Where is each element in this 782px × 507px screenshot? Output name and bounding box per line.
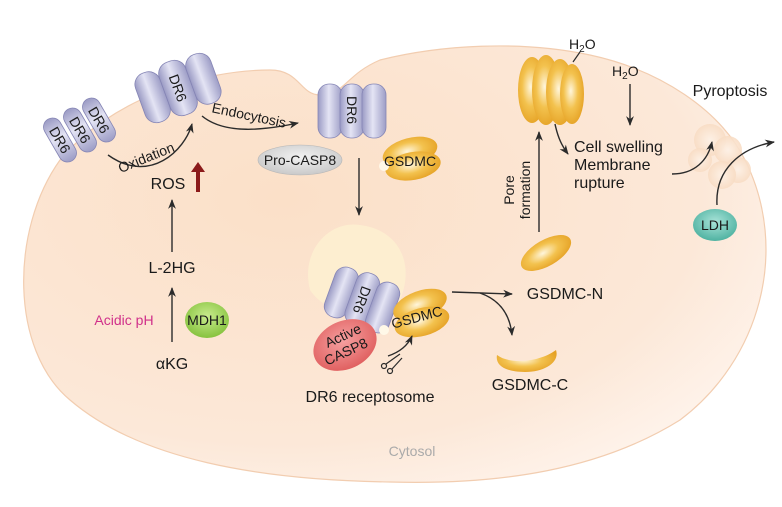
pyroptosis-bleb: [688, 124, 751, 189]
acidic-ph-label: Acidic pH: [94, 312, 153, 328]
pro-casp8-label: Pro-CASP8: [264, 152, 337, 168]
membrane-rupture-label-2: rupture: [574, 175, 625, 192]
h2o-influx-label: H2O: [612, 63, 639, 82]
l2hg-label: L-2HG: [148, 260, 195, 277]
receptosome-caption: DR6 receptosome: [306, 389, 435, 406]
ros-increase-icon: [191, 162, 205, 192]
gsdmc-n-label: GSDMC-N: [527, 286, 603, 303]
h2o-pore-label: H2O: [569, 36, 596, 55]
pro-casp8-protein: [257, 144, 343, 176]
membrane-rupture-label-1: Membrane: [574, 157, 651, 174]
pore-formation-label-1: Pore: [501, 175, 517, 205]
gsdmc-protein: GSDMC: [379, 136, 441, 181]
rupture-to-pyroptosis-arrow: [671, 141, 714, 175]
dr6-trimer-membrane: DR6: [134, 52, 222, 124]
gsdmc-pore: [518, 55, 584, 125]
dr6-endocytosed-label: DR6: [344, 96, 360, 124]
active-casp8-protein: [313, 319, 377, 371]
ldh-release-arrow: [716, 139, 775, 206]
ros-label: ROS: [151, 176, 186, 193]
gsdmc-n-fragment: [520, 235, 572, 271]
oxidation-arrow: [107, 123, 194, 168]
mdh1-label: MDH1: [187, 312, 227, 328]
scissors-icon: [380, 353, 403, 375]
cytosol-label: Cytosol: [389, 443, 436, 459]
pore-h2o-pointer: [572, 51, 581, 63]
ldh-protein: [693, 209, 737, 241]
ldh-label: LDH: [701, 217, 729, 233]
akg-label: αKG: [156, 356, 188, 373]
pore-to-swelling-arrow: [554, 123, 569, 155]
gsdmc-label: GSDMC: [384, 153, 436, 169]
pyroptosis-label: Pyroptosis: [693, 83, 768, 100]
cell-swelling-label: Cell swelling: [574, 139, 663, 156]
dr6-monomers: DR6 DR6 DR6: [43, 97, 116, 163]
pore-formation-label-2: formation: [517, 161, 533, 219]
gsdmc-c-label: GSDMC-C: [492, 377, 568, 394]
mdh1-enzyme: [185, 302, 229, 338]
dr6-trimer-endocytosed: DR6: [317, 83, 387, 139]
cleavage-arrow: [387, 335, 413, 357]
gsdmc-c-fragment: [496, 350, 557, 372]
to-gsdmc-c-arrow: [479, 292, 516, 336]
endocytosis-arrow: [201, 115, 299, 130]
dr6-receptosome: DR6 GSDMC Active CASP8: [313, 266, 450, 375]
